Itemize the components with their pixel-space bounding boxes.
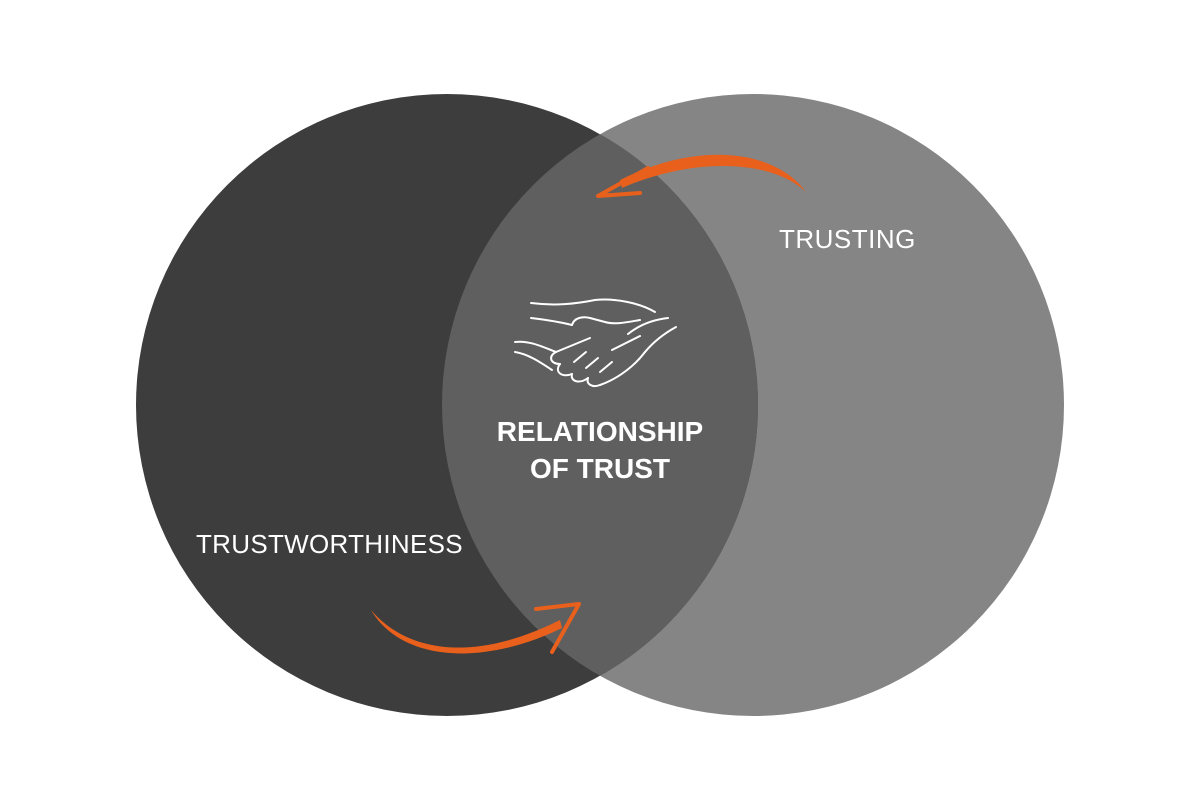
center-title-line-2: OF TRUST [530, 453, 670, 484]
center-title-line-1: RELATIONSHIP [496, 416, 704, 447]
top-arrow-icon [596, 154, 806, 198]
overlap-region [442, 94, 758, 716]
relationship-of-trust-title: RELATIONSHIP OF TRUST [450, 413, 750, 487]
handshake-icon [514, 298, 677, 388]
bottom-arrow-icon [371, 602, 581, 654]
trusting-label: TRUSTING [779, 224, 916, 254]
trustworthiness-label: TRUSTWORTHINESS [196, 529, 463, 559]
